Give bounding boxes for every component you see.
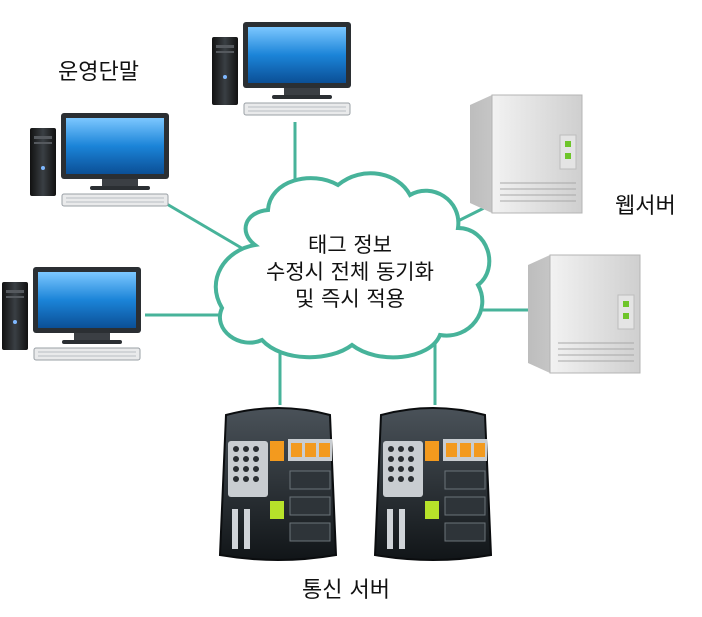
terminal-bottom — [1, 266, 142, 361]
cloud-line-1: 태그 정보 — [308, 233, 392, 257]
cloud-caption: 태그 정보 수정시 전체 동기화 및 즉시 적용 — [250, 232, 450, 313]
web-server-top — [469, 94, 583, 214]
cloud-line-3: 및 즉시 적용 — [295, 287, 405, 311]
cloud-shape — [213, 171, 492, 360]
web-server-label: 웹서버 — [615, 194, 676, 219]
comm-server-label: 통신 서버 — [302, 578, 390, 603]
web-server-bottom — [527, 254, 641, 374]
terminal-label: 운영단말 — [58, 60, 139, 85]
comm-server-right — [374, 407, 492, 561]
terminal-top — [211, 21, 352, 116]
terminal-left — [29, 112, 170, 207]
link-terminal-left — [159, 198, 246, 252]
cloud-line-2: 수정시 전체 동기화 — [266, 260, 434, 284]
comm-server-left — [219, 407, 337, 561]
